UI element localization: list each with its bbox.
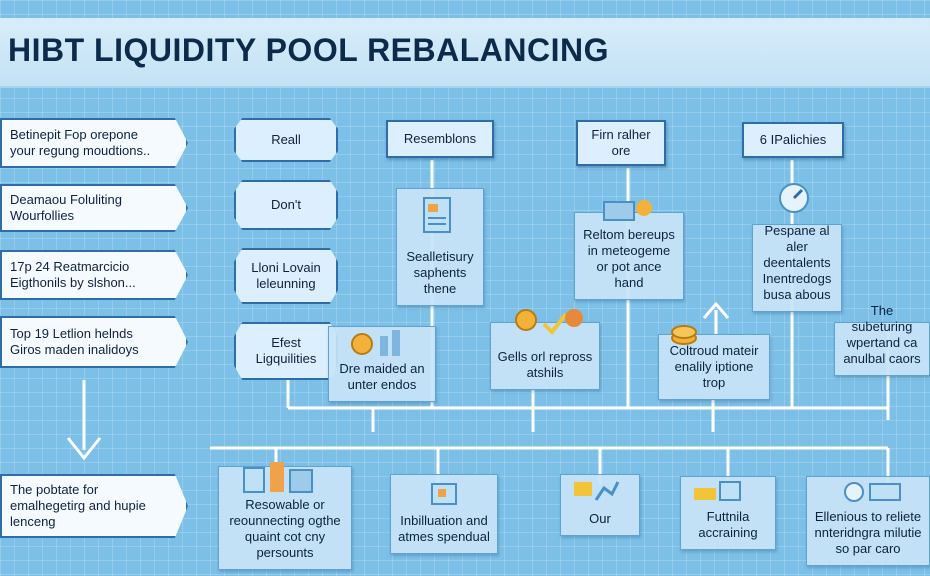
bottom-card-4-label: Futtnila accraining: [698, 509, 758, 540]
network-icon: [844, 482, 901, 502]
mid-card-1-label: Sealletisury saphents thene: [406, 249, 474, 296]
coins-chart-icon: [351, 330, 400, 356]
mid-card-7: The subeturing wpertand ca anulbal caors: [834, 303, 930, 376]
mid-card-2-label: Dre maided an unter endos: [339, 361, 425, 392]
bottom-card-1: Resowable or reounnecting ogthe quaint c…: [218, 466, 352, 570]
left-step-3-label: 17p 24 Reatmarcicio Eigthonils by slshon…: [10, 259, 136, 290]
octagon-node-1-label: Reall: [271, 132, 301, 147]
bottom-card-5-label: Ellenious to reliete nnteridngra milutie…: [814, 509, 922, 556]
mid-card-5-label: Coltroud mateir enalily iptione trop: [669, 343, 759, 390]
coin-stack-icon: [671, 325, 697, 345]
mid-card-6: Pespane al aler deentalents Inentredogs …: [752, 223, 842, 312]
top-node-3: 6 IPalichies: [742, 122, 844, 158]
mid-card-2: Dre maided an unter endos: [328, 326, 436, 402]
mid-card-5: Coltroud mateir enalily iptione trop: [658, 334, 770, 400]
left-step-2: Deamaou Foluliting Wourfollies: [0, 184, 188, 232]
check-coin-icon: [515, 309, 583, 336]
cash-icon: [574, 481, 620, 501]
bottom-card-3-label: Our: [589, 511, 611, 526]
left-step-5-label: The pobtate for emalhegetirg and hupie l…: [10, 482, 146, 529]
mid-card-6-label: Pespane al aler deentalents Inentredogs …: [762, 223, 832, 302]
octagon-node-3-label: Lloni Lovain leleunning: [251, 260, 321, 291]
mid-card-4-label: Gells orl repross atshils: [497, 349, 593, 380]
octagon-node-3: Lloni Lovain leleunning: [234, 248, 338, 304]
top-node-1: Resemblons: [386, 120, 494, 158]
gauge-icon: [779, 183, 809, 213]
octagon-node-4: Efest Ligquilities: [234, 322, 338, 380]
bottom-card-3: Our: [560, 474, 640, 536]
wallet-icon: [603, 200, 652, 221]
mid-card-4: Gells orl repross atshils: [490, 322, 600, 390]
left-step-4-label: Top 19 Letlion helnds Giros maden inalid…: [10, 326, 139, 357]
top-node-2-label: Firn ralher ore: [591, 127, 651, 158]
building-icon: [243, 462, 313, 493]
top-node-3-label: 6 IPalichies: [759, 132, 827, 147]
mid-card-7-label: The subeturing wpertand ca anulbal caors: [843, 303, 921, 366]
left-step-3: 17p 24 Reatmarcicio Eigthonils by slshon…: [0, 250, 188, 300]
top-node-1-label: Resemblons: [403, 131, 477, 146]
title-banner: HIBT LIQUIDITY POOL REBALANCING: [0, 18, 930, 88]
bottom-card-2-label: Inbilluation and atmes spendual: [398, 513, 490, 544]
bottom-card-1-label: Resowable or reounnecting ogthe quaint c…: [229, 497, 341, 560]
left-step-1: Betinepit Fop orepone your regung moudti…: [0, 118, 188, 168]
left-step-4: Top 19 Letlion helnds Giros maden inalid…: [0, 316, 188, 368]
bottom-card-5: Ellenious to reliete nnteridngra milutie…: [806, 476, 930, 566]
mid-card-3: Reltom bereups in meteogeme or pot ance …: [574, 212, 684, 300]
mid-card-3-label: Reltom bereups in meteogeme or pot ance …: [583, 227, 675, 290]
octagon-node-4-label: Efest Ligquilities: [255, 335, 317, 366]
left-step-1-label: Betinepit Fop orepone your regung moudti…: [10, 127, 151, 158]
octagon-node-2-label: Don't: [271, 197, 301, 212]
left-step-2-label: Deamaou Foluliting Wourfollies: [10, 192, 123, 223]
octagon-node-1: Reall: [234, 118, 338, 162]
page-title: HIBT LIQUIDITY POOL REBALANCING: [8, 32, 609, 68]
top-node-2: Firn ralher ore: [576, 120, 666, 166]
tools-icon: [694, 481, 741, 501]
octagon-node-2: Don't: [234, 180, 338, 230]
document-stack-icon: [423, 197, 451, 233]
left-step-5: The pobtate for emalhegetirg and hupie l…: [0, 474, 188, 538]
device-icon: [431, 483, 457, 505]
